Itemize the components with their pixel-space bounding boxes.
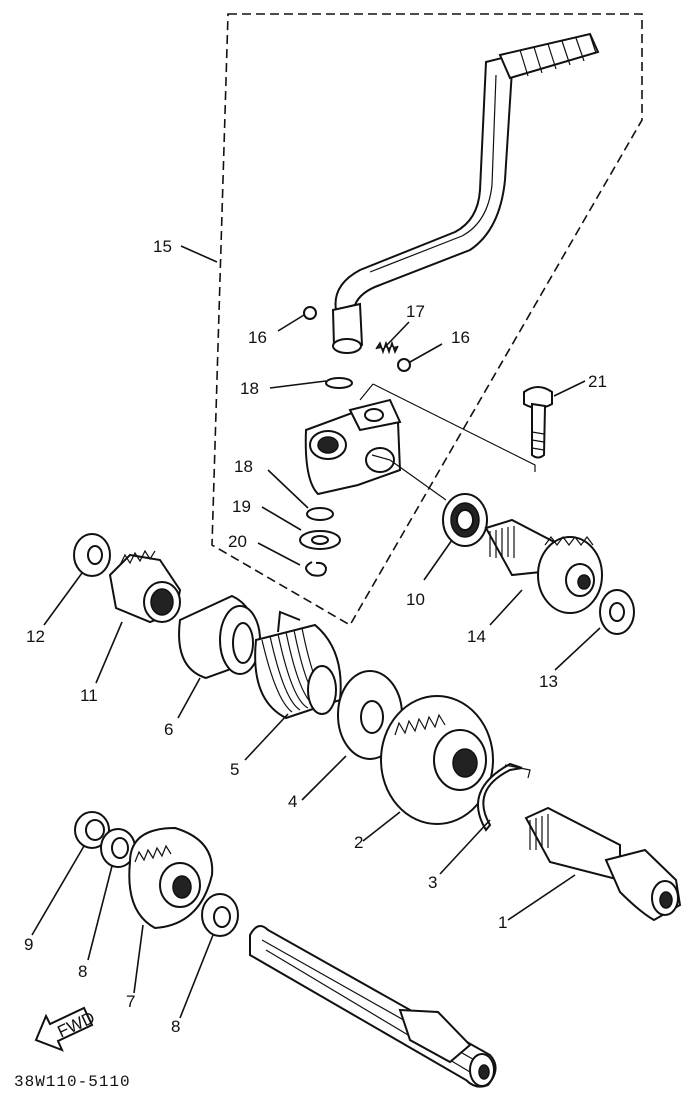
callout-16-left: 16 [248, 328, 267, 347]
shaft-alignment-line [389, 459, 447, 501]
main-axle [249, 925, 497, 1088]
callout-21: 21 [588, 372, 607, 391]
callout-12: 12 [26, 627, 45, 646]
callout-1: 1 [498, 913, 507, 932]
circlip-20 [305, 561, 328, 577]
callout-15: 15 [153, 237, 172, 256]
callout-13: 13 [539, 672, 558, 691]
callout-8-right: 8 [171, 1017, 180, 1036]
spacer-6 [178, 594, 261, 680]
circlip-9 [74, 811, 110, 849]
figure-code: 38W110-5110 [14, 1073, 131, 1091]
callout-4: 4 [288, 792, 297, 811]
gear-11 [108, 549, 182, 624]
callout-16-right: 16 [451, 328, 470, 347]
callout-10: 10 [406, 590, 425, 609]
callout-11: 11 [80, 686, 98, 705]
spring-17 [375, 340, 399, 355]
callout-18-lower: 18 [234, 457, 253, 476]
gear-7 [128, 826, 214, 930]
washer-8-upper [100, 828, 136, 868]
washer-12 [73, 533, 111, 577]
clip-3 [477, 762, 523, 832]
o-ring-18-upper [325, 377, 353, 389]
kick-boss-clamp [304, 398, 402, 496]
callout-6: 6 [164, 720, 173, 739]
bolt-alignment-line [359, 383, 536, 472]
ball-16-left [303, 306, 317, 320]
callout-5: 5 [230, 760, 239, 779]
ball-16-right [397, 358, 411, 372]
callout-9: 9 [24, 935, 33, 954]
callout-3: 3 [428, 873, 437, 892]
torsion-spring-5 [254, 610, 342, 720]
kick-crank-arm [331, 32, 600, 354]
callout-20: 20 [228, 532, 247, 551]
callout-18-upper: 18 [240, 379, 259, 398]
callout-19: 19 [232, 497, 251, 516]
washer-13 [599, 589, 635, 635]
fwd-arrow-icon: FWD [34, 1006, 98, 1052]
kick-axle-assembly-14 [484, 518, 603, 614]
kick-pedal-rubber [498, 32, 600, 80]
o-ring-18-lower [306, 507, 334, 521]
washer-8-lower [201, 893, 239, 937]
washer-19 [299, 530, 341, 550]
callout-2: 2 [354, 833, 363, 852]
bolt-21 [523, 386, 553, 459]
clip-3-tab [504, 764, 531, 779]
gear-2 [380, 695, 494, 825]
kick-crank-assembly-boundary [211, 13, 643, 627]
kick-gear-shaft-1 [524, 806, 682, 922]
callout-7: 7 [126, 992, 135, 1011]
callout-17: 17 [406, 302, 425, 321]
callout-14: 14 [467, 627, 486, 646]
leader-lines [31, 245, 601, 1019]
oil-seal-10 [442, 493, 488, 547]
callout-8-left: 8 [78, 962, 87, 981]
